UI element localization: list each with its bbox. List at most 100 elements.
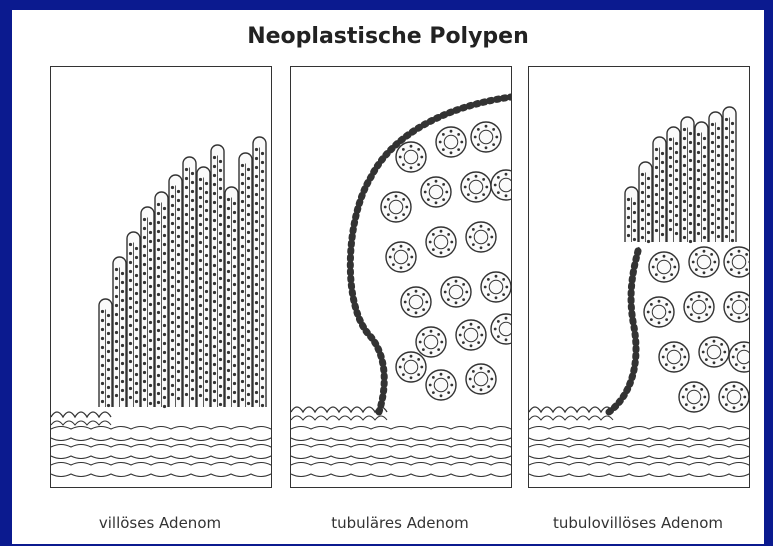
nucleus-dot bbox=[261, 296, 264, 299]
nucleus-dot bbox=[683, 191, 686, 194]
nucleus-dot bbox=[177, 370, 180, 373]
nucleus-dot bbox=[627, 216, 630, 219]
tissue-layer-line bbox=[291, 474, 511, 477]
nucleus-dot bbox=[731, 185, 734, 188]
nucleus-dot bbox=[163, 315, 166, 318]
nucleus-dot bbox=[149, 321, 152, 324]
nucleus-dot bbox=[487, 228, 490, 231]
nucleus-dot bbox=[492, 143, 495, 146]
nucleus-dot bbox=[255, 148, 258, 151]
nucleus-dot bbox=[731, 230, 734, 233]
nucleus-dot bbox=[261, 170, 264, 173]
nucleus-dot bbox=[135, 382, 138, 385]
nucleus-dot bbox=[135, 373, 138, 376]
nucleus-dot bbox=[191, 316, 194, 319]
nucleus-dot bbox=[129, 279, 132, 282]
nucleus-dot bbox=[735, 348, 738, 351]
nucleus-dot bbox=[233, 256, 236, 259]
nucleus-dot bbox=[692, 261, 695, 264]
nucleus-dot bbox=[143, 245, 146, 248]
nucleus-dot bbox=[661, 179, 664, 182]
villous-adenoma-drawing bbox=[51, 67, 271, 487]
nucleus-dot bbox=[199, 322, 202, 325]
nucleus-dot bbox=[213, 255, 216, 258]
nucleus-dot bbox=[689, 177, 692, 180]
nucleus-dot bbox=[652, 266, 655, 269]
nucleus-dot bbox=[205, 353, 208, 356]
nucleus-dot bbox=[255, 238, 258, 241]
nucleus-dot bbox=[247, 348, 250, 351]
nucleus-dot bbox=[703, 182, 706, 185]
nucleus-dot bbox=[233, 310, 236, 313]
nucleus-dot bbox=[171, 375, 174, 378]
nucleus-dot bbox=[655, 175, 658, 178]
nucleus-dot bbox=[191, 253, 194, 256]
nucleus-dot bbox=[703, 236, 706, 239]
nucleus-dot bbox=[738, 295, 741, 298]
nucleus-dot bbox=[143, 353, 146, 356]
nucleus-dot bbox=[470, 323, 473, 326]
nucleus-dot bbox=[480, 225, 483, 228]
nucleus-dot bbox=[731, 167, 734, 170]
nucleus-dot bbox=[241, 182, 244, 185]
nucleus-dot bbox=[163, 324, 166, 327]
nucleus-dot bbox=[698, 295, 701, 298]
tubulovillous-adenoma-drawing bbox=[529, 67, 749, 487]
nucleus-dot bbox=[685, 403, 688, 406]
nucleus-dot bbox=[191, 334, 194, 337]
nucleus-dot bbox=[731, 212, 734, 215]
nucleus-dot bbox=[689, 141, 692, 144]
nucleus-dot bbox=[227, 396, 230, 399]
nucleus-dot bbox=[143, 263, 146, 266]
nucleus-dot bbox=[727, 306, 730, 309]
nucleus-dot bbox=[213, 300, 216, 303]
nucleus-dot bbox=[213, 165, 216, 168]
nucleus-dot bbox=[255, 355, 258, 358]
nucleus-dot bbox=[241, 209, 244, 212]
nucleus-dot bbox=[115, 385, 118, 388]
nucleus-dot bbox=[233, 283, 236, 286]
nucleus-dot bbox=[149, 222, 152, 225]
figure-title: Neoplastische Polypen bbox=[12, 24, 764, 49]
nucleus-dot bbox=[705, 298, 708, 301]
nucleus-dot bbox=[435, 180, 438, 183]
nucleus-dot bbox=[480, 367, 483, 370]
nucleus-dot bbox=[247, 240, 250, 243]
nucleus-dot bbox=[135, 364, 138, 367]
nucleus-dot bbox=[255, 247, 258, 250]
nucleus-dot bbox=[107, 341, 110, 344]
nucleus-dot bbox=[213, 345, 216, 348]
nucleus-dot bbox=[205, 290, 208, 293]
nucleus-dot bbox=[219, 322, 222, 325]
nucleus-dot bbox=[199, 313, 202, 316]
nucleus-dot bbox=[247, 267, 250, 270]
nucleus-dot bbox=[717, 217, 720, 220]
nucleus-dot bbox=[177, 280, 180, 283]
nucleus-dot bbox=[658, 321, 661, 324]
nucleus-dot bbox=[717, 190, 720, 193]
nucleus-dot bbox=[149, 393, 152, 396]
nucleus-dot bbox=[135, 301, 138, 304]
nucleus-dot bbox=[725, 163, 728, 166]
nucleus-dot bbox=[410, 166, 413, 169]
nucleus-dot bbox=[462, 341, 465, 344]
nucleus-dot bbox=[219, 160, 222, 163]
nucleus-dot bbox=[261, 350, 264, 353]
nucleus-dot bbox=[233, 265, 236, 268]
nucleus-dot bbox=[669, 147, 672, 150]
nucleus-dot bbox=[261, 377, 264, 380]
nucleus-dot bbox=[745, 268, 748, 271]
nucleus-dot bbox=[205, 371, 208, 374]
nucleus-dot bbox=[143, 371, 146, 374]
nucleus-dot bbox=[213, 390, 216, 393]
nucleus-dot bbox=[205, 200, 208, 203]
nucleus-dot bbox=[717, 208, 720, 211]
nucleus-dot bbox=[121, 398, 124, 401]
nucleus-dot bbox=[261, 341, 264, 344]
nucleus-dot bbox=[163, 351, 166, 354]
nucleus-dot bbox=[255, 265, 258, 268]
nucleus-dot bbox=[219, 295, 222, 298]
nucleus-dot bbox=[163, 270, 166, 273]
nucleus-dot bbox=[689, 222, 692, 225]
nucleus-dot bbox=[163, 234, 166, 237]
